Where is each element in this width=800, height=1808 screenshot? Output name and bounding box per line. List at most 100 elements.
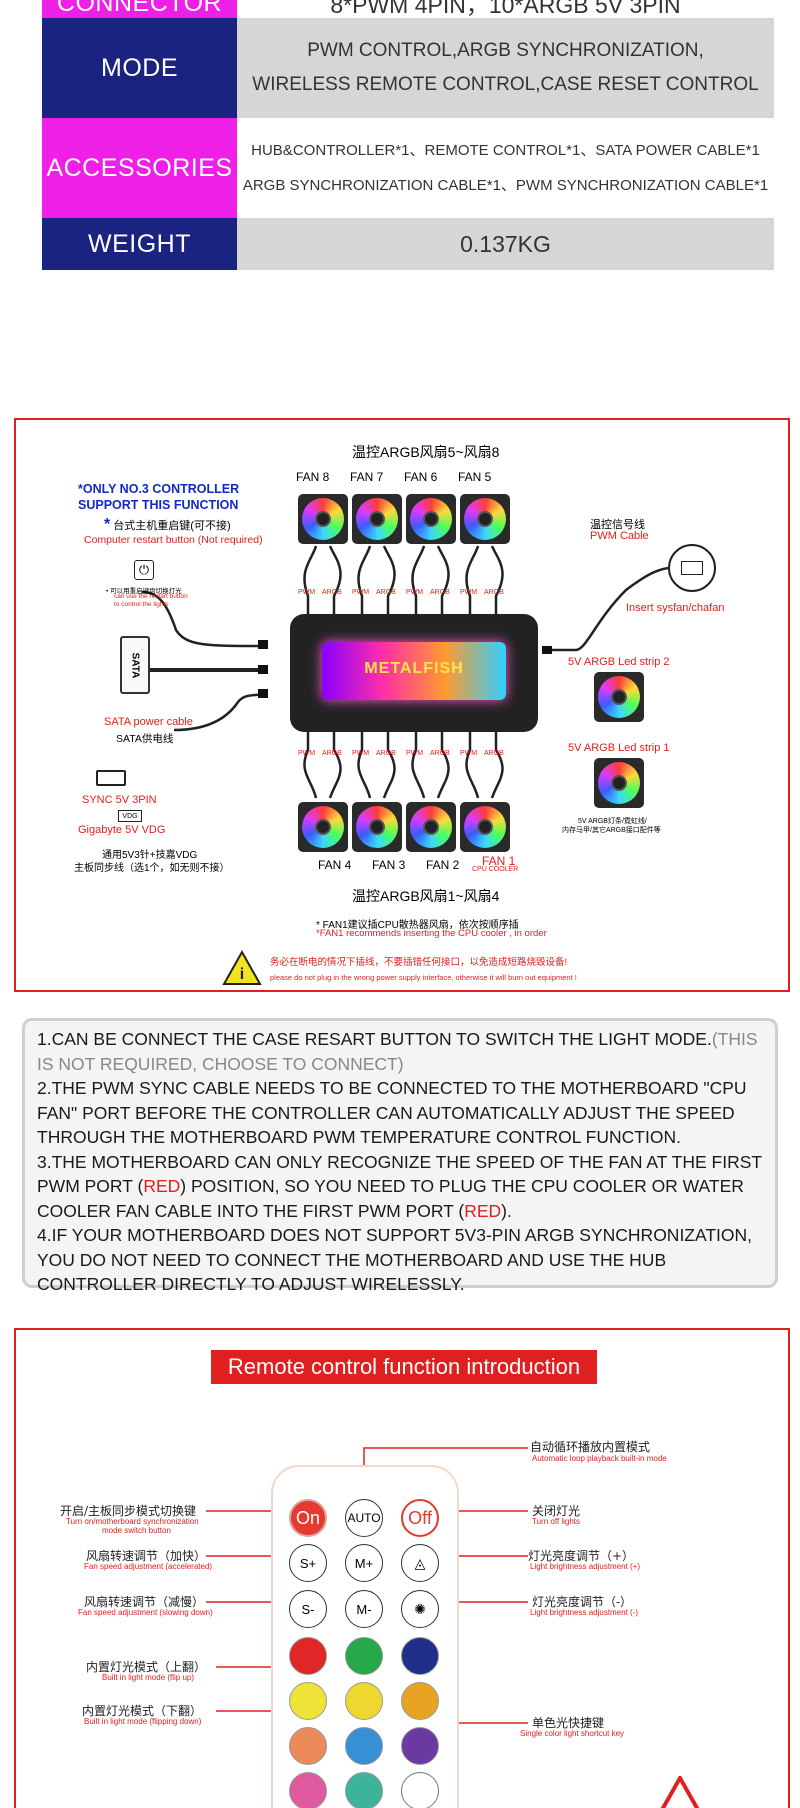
top-fans-title: 温控ARGB风扇5~风扇8: [352, 444, 500, 460]
spec-value-accessories: HUB&CONTROLLER*1、REMOTE CONTROL*1、SATA P…: [237, 118, 774, 218]
color-button-yellow[interactable]: [289, 1682, 327, 1720]
on-button[interactable]: On: [289, 1499, 327, 1537]
wiring-diagram: 温控ARGB风扇5~风扇8 温控ARGB风扇1~风扇4: [14, 418, 790, 992]
asterisk-icon: *: [104, 516, 111, 533]
insert-sysfan-label: Insert sysfan/chafan: [626, 602, 725, 614]
spec-value-mode-line1: PWM CONTROL,ARGB SYNCHRONIZATION,: [307, 40, 704, 61]
port-label: PWM: [406, 589, 424, 596]
sata-power-cn: SATA供电线: [116, 733, 174, 745]
restart-cn-text: 台式主机重启键(可不接): [113, 520, 231, 532]
spec-value-mode: PWM CONTROL,ARGB SYNCHRONIZATION, WIRELE…: [237, 18, 774, 118]
note-1-main: 1.CAN BE CONNECT THE CASE RESART BUTTON …: [37, 1029, 712, 1049]
spec-value-accessories-line1: HUB&CONTROLLER*1、REMOTE CONTROL*1、SATA P…: [251, 142, 760, 159]
label-speed-down-en: Fan speed adjustment (slowing down): [78, 1608, 213, 1617]
color-button-blue[interactable]: [345, 1727, 383, 1765]
label-on-en2: mode switch button: [102, 1526, 171, 1535]
spec-row-connector: CONNECTOR 8*PWM 4PIN，10*ARGB 5V 3PIN: [42, 0, 774, 18]
off-button[interactable]: Off: [401, 1499, 439, 1537]
spec-row-accessories: ACCESSORIES HUB&CONTROLLER*1、REMOTE CONT…: [42, 118, 774, 218]
restart-note-en2: to control the lights: [114, 601, 169, 608]
fan-label: FAN 8: [296, 470, 330, 484]
port-label: PWM: [406, 750, 424, 757]
port-label: ARGB: [484, 750, 504, 757]
spec-value-accessories-line2: ARGB SYNCHRONIZATION CABLE*1、PWM SYNCHRO…: [242, 177, 769, 194]
hub-display: METALFISH: [322, 642, 506, 700]
note-3: 3.THE MOTHERBOARD CAN ONLY RECOGNIZE THE…: [37, 1150, 763, 1224]
sync-cn-line1: 通用5V3针+技嘉VDG: [102, 850, 198, 861]
color-button-pink[interactable]: [289, 1772, 327, 1808]
remote-title: Remote control function introduction: [211, 1350, 597, 1384]
spec-value-weight: 0.137KG: [237, 218, 774, 270]
bottom-fans-title: 温控ARGB风扇1~风扇4: [352, 888, 500, 904]
sync-cn-line2: 主板同步线（选1个，如无则不接）: [74, 863, 230, 874]
sync-5v-label: SYNC 5V 3PIN: [82, 794, 157, 806]
warning-triangle-icon: [652, 1773, 708, 1808]
pwm-signal-cn: 温控信号线: [590, 519, 645, 531]
vdg-connector-icon: VDG: [118, 810, 142, 822]
speed-down-button[interactable]: S-: [289, 1590, 327, 1628]
auto-button[interactable]: AUTO: [345, 1499, 383, 1537]
led-strip1-label: 5V ARGB Led strip 1: [568, 742, 670, 754]
note-3-red2: RED: [464, 1200, 502, 1221]
note-1: 1.CAN BE CONNECT THE CASE RESART BUTTON …: [37, 1027, 763, 1076]
label-bright-up-en: Light brightness adjustment (+): [530, 1562, 641, 1571]
brightness-down-button[interactable]: ✺: [401, 1590, 439, 1628]
mode-down-button[interactable]: M-: [345, 1590, 383, 1628]
spec-key-weight: WEIGHT: [42, 218, 237, 270]
hub-controller: METALFISH: [290, 614, 538, 732]
fan1-note-cn: * FAN1建议插CPU散热器风扇，依次按顺序插: [316, 920, 519, 931]
label-on-en1: Turn on/motherboard synchronization: [66, 1517, 199, 1526]
label-bright-down-en: Light brightness adjustment (-): [530, 1608, 639, 1617]
brightness-up-button[interactable]: ◬: [401, 1544, 439, 1582]
fan-label: FAN 4: [318, 858, 352, 872]
color-button-teal[interactable]: [345, 1772, 383, 1808]
instruction-notes: 1.CAN BE CONNECT THE CASE RESART BUTTON …: [22, 1018, 778, 1294]
restart-note-cn: • 可以用重启键盘切换灯光: [106, 588, 182, 595]
fan-label: FAN 7: [350, 470, 384, 484]
fan-label-cpu: FAN 1: [482, 854, 516, 868]
label-mode-up-cn: 内置灯光模式（上翻）: [86, 1660, 207, 1674]
restart-cn: * 台式主机重启键(可不接): [104, 516, 231, 534]
fan-icon: [460, 802, 510, 852]
mode-up-button[interactable]: M+: [345, 1544, 383, 1582]
label-auto-cn: 自动循环播放内置模式: [530, 1440, 651, 1454]
gigabyte-vdg-label: Gigabyte 5V VDG: [78, 824, 166, 836]
color-button-purple[interactable]: [401, 1727, 439, 1765]
port-label: PWM: [352, 750, 370, 757]
color-button-gold[interactable]: [345, 1682, 383, 1720]
spec-value-mode-line2: WIRELESS REMOTE CONTROL,CASE RESET CONTR…: [252, 74, 759, 95]
fan-label: FAN 5: [458, 470, 492, 484]
port-label: ARGB: [322, 750, 342, 757]
warning-triangle-icon: i: [222, 949, 262, 986]
spec-key-accessories: ACCESSORIES: [42, 118, 237, 218]
spec-key-connector: CONNECTOR: [42, 0, 237, 18]
label-color-en: Single color light shortcut key: [520, 1729, 625, 1738]
color-button-orange[interactable]: [401, 1682, 439, 1720]
fan-icon: [298, 802, 348, 852]
color-button-navy[interactable]: [401, 1637, 439, 1675]
cpu-cooler-label: CPU COOLER: [472, 866, 519, 873]
label-bright-down-cn: 灯光亮度调节（-）: [532, 1595, 633, 1609]
fan-icon: [460, 494, 510, 544]
color-button-red[interactable]: [289, 1637, 327, 1675]
color-button-white[interactable]: [401, 1772, 439, 1808]
color-button-salmon[interactable]: [289, 1727, 327, 1765]
cable-lines: [141, 545, 669, 799]
only-no3-line1: *ONLY NO.3 CONTROLLER: [78, 482, 240, 496]
note-3-c: ).: [501, 1200, 512, 1221]
remote-section: Remote control function introduction On …: [14, 1328, 790, 1808]
note-2: 2.THE PWM SYNC CABLE NEEDS TO BE CONNECT…: [37, 1078, 747, 1147]
port-label: ARGB: [376, 589, 396, 596]
sata-label: SATA: [129, 652, 141, 678]
svg-text:i: i: [240, 966, 244, 983]
speed-up-button[interactable]: S+: [289, 1544, 327, 1582]
note-3-b: ) POSITION, SO YOU NEED TO PLUG THE CPU …: [37, 1176, 744, 1221]
hub-brand: METALFISH: [364, 660, 464, 677]
fan1-note-en: *FAN1 recommends inserting the CPU coole…: [316, 928, 547, 939]
spec-row-mode: MODE PWM CONTROL,ARGB SYNCHRONIZATION, W…: [42, 18, 774, 118]
note-4: 4.IF YOUR MOTHERBOARD DOES NOT SUPPORT 5…: [37, 1225, 753, 1294]
label-speed-up-en: Fan speed adjustment (accelerated): [84, 1562, 213, 1571]
fan-label: FAN 6: [404, 470, 438, 484]
pwm-cable-en: PWM Cable: [590, 530, 649, 542]
color-button-green[interactable]: [345, 1637, 383, 1675]
